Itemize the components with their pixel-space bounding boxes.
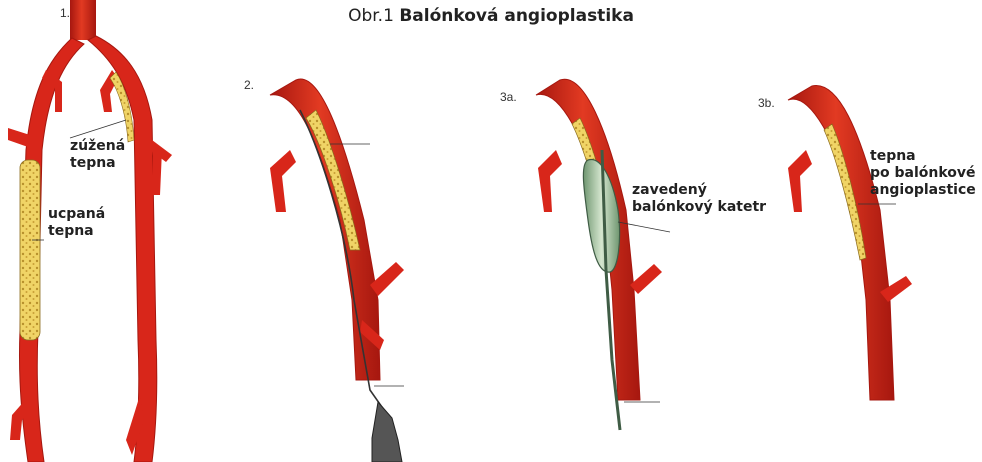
branch-panel-3a-b <box>630 264 662 294</box>
label-balloon-line-1: zavedený <box>632 182 766 199</box>
label-balloon-line-2: balónkový katetr <box>632 199 766 216</box>
branch-panel-3b <box>788 150 812 212</box>
leader-narrowed <box>70 120 126 138</box>
label-balloon-catheter: zavedený balónkový katetr <box>632 182 766 216</box>
step-label-1: 1. <box>60 6 70 20</box>
label-narrowed-line-2: tepna <box>70 155 125 172</box>
branch-panel-2 <box>270 150 296 212</box>
label-occluded-line-1: ucpaná <box>48 206 105 223</box>
label-occluded-line-2: tepna <box>48 223 105 240</box>
panel-3b-illustration <box>788 86 912 400</box>
occlusion-plaque <box>20 160 40 340</box>
step-label-2: 2. <box>244 78 254 92</box>
panel-2-illustration <box>270 79 404 462</box>
label-occluded-artery: ucpaná tepna <box>48 206 105 240</box>
artery-panel-3b <box>788 86 894 400</box>
step-label-3b: 3b. <box>758 96 775 110</box>
label-after-line-1: tepna <box>870 148 976 165</box>
panel-3a-illustration <box>536 79 670 430</box>
branch-panel-3a <box>538 150 562 212</box>
label-narrowed-artery: zúžená tepna <box>70 138 125 172</box>
label-after-line-2: po balónkové <box>870 165 976 182</box>
needle-hub <box>372 402 402 462</box>
label-after-angioplasty: tepna po balónkové angioplastice <box>870 148 976 199</box>
branch-panel-2b <box>370 262 404 296</box>
label-narrowed-line-1: zúžená <box>70 138 125 155</box>
aorta-trunk <box>70 0 96 40</box>
left-branch-upper <box>8 128 30 147</box>
label-after-line-3: angioplastice <box>870 182 976 199</box>
step-label-3a: 3a. <box>500 90 517 104</box>
artery-panel-3a <box>536 79 640 400</box>
